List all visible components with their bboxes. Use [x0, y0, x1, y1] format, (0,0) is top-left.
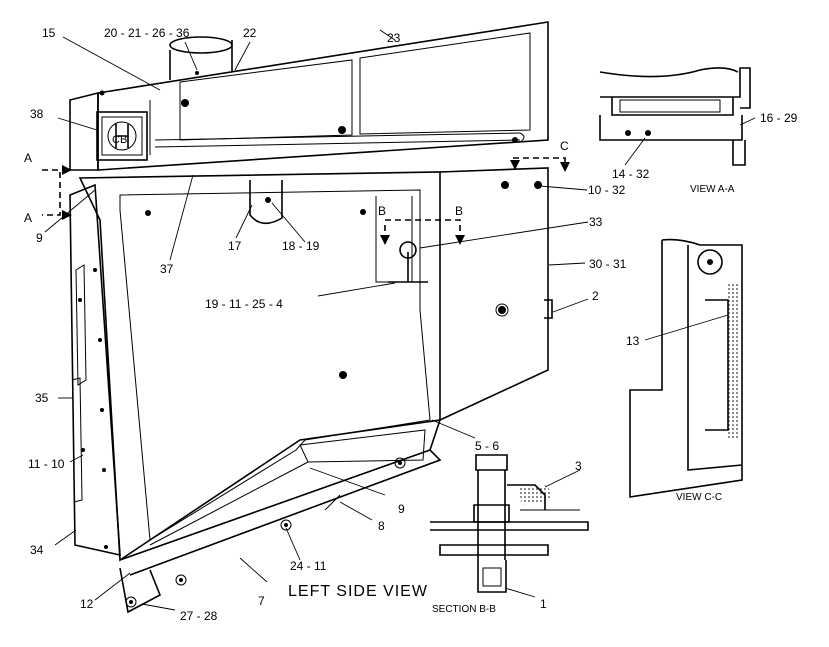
rear-panel: [375, 167, 553, 421]
callout-30-31: 30 - 31: [589, 257, 627, 271]
section-c-marker: C: [510, 139, 570, 172]
callout-24-11: 24 - 11: [290, 559, 327, 573]
view-cc-detail: VIEW C-C: [629, 238, 743, 503]
section-b-label-left: B: [378, 204, 386, 218]
callout-38: 38: [30, 107, 44, 121]
callout-33: 33: [589, 215, 603, 229]
callout-15: 15: [42, 26, 56, 40]
callout-17: 17: [228, 239, 242, 253]
callout-37: 37: [160, 262, 174, 276]
callout-5-6: 5 - 6: [475, 439, 499, 453]
door-panel: [78, 171, 441, 562]
callout-1: 1: [540, 597, 547, 611]
section-a-label-top: A: [24, 151, 32, 165]
section-b-marker: B B: [378, 204, 465, 245]
callout-3: 3: [575, 459, 582, 473]
section-b-label-right: B: [455, 204, 463, 218]
view-cc-title: VIEW C-C: [676, 492, 722, 503]
view-aa-detail: VIEW A-A: [599, 67, 751, 195]
view-aa-title: VIEW A-A: [690, 184, 735, 195]
callout-34: 34: [30, 543, 44, 557]
section-bb-title: SECTION B-B: [432, 604, 496, 615]
logo-letters: CB: [112, 134, 127, 146]
left-pillar: [69, 183, 121, 557]
callout-20-21-26-36: 20 - 21 - 26 - 36: [104, 26, 190, 40]
door-frame-bottom: [119, 419, 442, 614]
callout-12: 12: [80, 597, 94, 611]
caterpillar-logo-plate: [96, 111, 148, 161]
callout-16-29: 16 - 29: [760, 111, 798, 125]
left-side-view-title: LEFT SIDE VIEW: [288, 583, 428, 600]
callout-35: 35: [35, 391, 49, 405]
callout-11-10: 11 - 10: [28, 457, 65, 471]
callout-2: 2: [592, 289, 599, 303]
section-c-label: C: [560, 139, 569, 153]
callout-10-32: 10 - 32: [588, 183, 626, 197]
callout-23: 23: [387, 31, 401, 45]
callout-22: 22: [243, 26, 257, 40]
callout-27-28: 27 - 28: [180, 609, 218, 623]
callout-7: 7: [258, 594, 265, 608]
callout-14-32: 14 - 32: [612, 167, 650, 181]
section-a-label-bottom: A: [24, 211, 32, 225]
callout-9-mid: 9: [398, 502, 405, 516]
callout-19-11-25-4: 19 - 11 - 25 - 4: [205, 297, 283, 311]
leader-lines: [44, 29, 756, 611]
callout-13: 13: [626, 334, 640, 348]
callout-8: 8: [378, 519, 385, 533]
callout-18-19: 18 - 19: [282, 239, 320, 253]
section-bb-detail: SECTION B-B: [430, 454, 589, 615]
left-side-view: A A B B C LEFT SIDE VIEW: [24, 21, 570, 614]
callout-9-left: 9: [36, 231, 43, 245]
section-a-marker: A A: [24, 151, 72, 225]
roof-housing: [69, 21, 549, 171]
callout-labels: 15 20 - 21 - 26 - 36 22 23 38 9 37 17 18…: [28, 26, 798, 623]
